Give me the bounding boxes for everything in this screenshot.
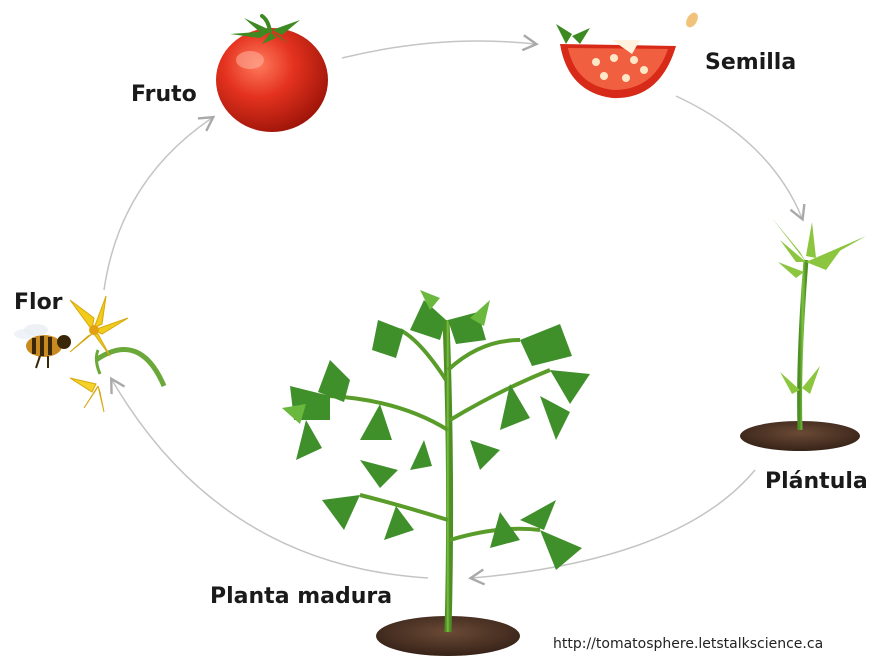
seed-icon <box>684 11 701 30</box>
tomato-slice-icon <box>556 11 700 98</box>
stage-label-semilla: Semilla <box>705 52 796 74</box>
stage-label-plantula: Plántula <box>765 471 868 493</box>
stage-label-planta-madura: Planta madura <box>210 586 392 608</box>
stage-label-flor: Flor <box>14 292 63 314</box>
source-credit: http://tomatosphere.letstalkscience.ca <box>553 636 823 652</box>
bee-icon <box>14 324 71 368</box>
flower-icon <box>70 296 164 412</box>
arrow-flor-to-fruto <box>104 118 212 290</box>
stage-label-fruto: Fruto <box>131 84 197 106</box>
arrow-semilla-to-plantula <box>676 96 802 218</box>
tomato-icon <box>216 16 328 132</box>
arrow-plantula-to-planta <box>472 470 755 578</box>
seedling-icon <box>740 218 866 451</box>
arrow-fruto-to-semilla <box>342 41 535 58</box>
